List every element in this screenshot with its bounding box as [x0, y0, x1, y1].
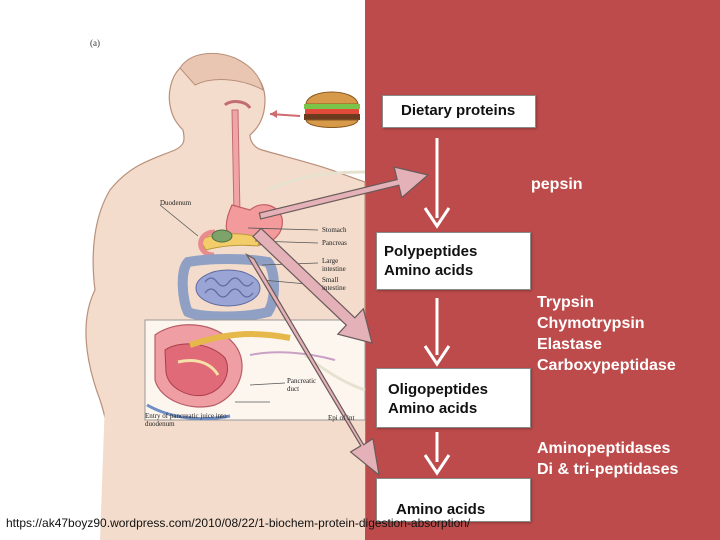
box-polypeptides: Polypeptides Amino acids [376, 232, 531, 290]
enzyme-group-pepsin: pepsin [531, 174, 583, 195]
intestine-to-peptidase-arrow [245, 252, 380, 477]
box-amino-acids: Amino acids [376, 478, 531, 522]
stomach-to-pepsin-arrow [258, 166, 430, 220]
box-oligopeptides: Oligopeptides Amino acids [376, 368, 531, 428]
enzyme-chymotrypsin: Chymotrypsin [537, 315, 645, 332]
label-duodenum: Duodenum [160, 199, 192, 207]
enzyme-group-pancreatic: Trypsin Chymotrypsin Elastase Carboxypep… [537, 292, 676, 376]
duodenum [198, 229, 216, 258]
hair-shape [179, 52, 264, 91]
hamburger-icon [304, 91, 360, 128]
label-small-intestine: Small intestine [322, 276, 346, 292]
esophagus [231, 109, 241, 216]
enzyme-carboxypeptidase: Carboxypeptidase [537, 357, 676, 374]
mouth-pharynx [223, 100, 252, 109]
box-dietary-proteins: Dietary proteins [382, 95, 536, 128]
pancreas-to-trypsin-arrow [252, 227, 373, 344]
enzyme-pepsin: pepsin [531, 176, 583, 193]
label-pancreas: Pancreas [322, 239, 347, 247]
down-arrow-2 [423, 298, 451, 367]
small-intestine [195, 269, 261, 307]
enzyme-elastase: Elastase [537, 336, 602, 353]
large-intestine [177, 254, 279, 322]
panel-label: (a) [90, 38, 100, 48]
enzyme-trypsin: Trypsin [537, 294, 594, 311]
label-entry-pancreatic-juice: Entry of pancreatic juice into duodenum [145, 412, 227, 428]
enzyme-di-tri-peptidases: Di & tri-peptidases [537, 461, 679, 478]
source-url: https://ak47boyz90.wordpress.com/2010/08… [6, 516, 471, 530]
inset-magnified-duodenum [144, 319, 366, 421]
enzyme-aminopeptidases: Aminopeptidases [537, 440, 671, 457]
down-arrow-3 [423, 432, 451, 476]
label-pancreatic-duct: Pancreatic duct [287, 377, 317, 393]
gallbladder [211, 229, 233, 243]
label-epi-of-int: Epi of int [328, 414, 355, 422]
label-stomach: Stomach [322, 226, 347, 234]
decorative-curve [267, 170, 366, 192]
organ-to-step-arrows [245, 166, 430, 477]
down-arrow-1 [423, 138, 451, 229]
flow-down-arrows [423, 138, 451, 476]
label-large-intestine: Large intestine [322, 257, 346, 273]
enzyme-group-brush-border: Aminopeptidases Di & tri-peptidases [537, 438, 678, 480]
